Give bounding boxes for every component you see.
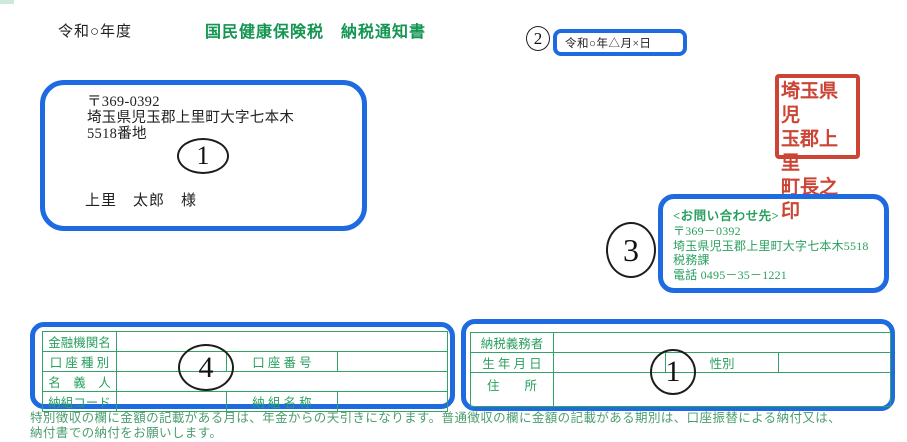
footer-notice: 特別徴収の欄に金額の記載がある月は、年金からの天引きになります。普通徴収の欄に金… — [30, 411, 841, 440]
bank-account-panel: 金融機関名 口 座 種 別 口 座 番 号 名 義 人 納組コード 納 組 名 … — [30, 322, 455, 412]
holder-value — [116, 371, 448, 392]
group-name-value — [336, 391, 449, 412]
group-code-value — [115, 391, 228, 412]
annotation-number: 2 — [533, 28, 543, 48]
seal-row: 埼玉県児 — [781, 81, 839, 126]
annotation-number: 1 — [196, 141, 210, 170]
official-red-seal: 埼玉県児 玉郡上里 町長之印 — [775, 74, 860, 222]
recipient-name: 上里 太郎 様 — [85, 193, 198, 209]
contact-phone: 電話 0495－35－1221 — [673, 267, 788, 282]
gender-value — [777, 352, 892, 373]
issue-date-text: 令和○年△月×日 — [565, 37, 652, 50]
annotation-number: 4 — [198, 350, 214, 384]
taxpayer-value — [553, 332, 891, 353]
recipient-address-box: 〒369-0392 埼玉県児玉郡上里町大字七本木 5518番地 1 上里 太郎 … — [40, 80, 367, 231]
recipient-address-line1: 埼玉県児玉郡上里町大字七本木 — [87, 110, 295, 126]
address-value — [553, 372, 891, 407]
address-label: 住 所 — [470, 372, 554, 407]
annotation-number: 1 — [665, 355, 681, 388]
issue-date-box: 令和○年△月×日 — [553, 29, 687, 56]
recipient-address-block: 〒369-0392 埼玉県児玉郡上里町大字七本木 5518番地 — [87, 94, 294, 142]
contact-department: 税務課 — [673, 253, 710, 267]
annotation-circle-4: 4 — [178, 344, 234, 391]
table-row: 納組コード 納 組 名 称 — [42, 391, 449, 412]
table-row: 住 所 — [470, 372, 891, 407]
contact-heading: <お問い合わせ先> — [673, 209, 780, 223]
bank-account-table: 金融機関名 口 座 種 別 口 座 番 号 名 義 人 納組コード 納 組 名 … — [42, 331, 449, 412]
group-name-label: 納 組 名 称 — [226, 391, 338, 412]
seal-row: 玉郡上里 — [781, 129, 839, 174]
financial-institution-value — [116, 331, 448, 352]
footer-notice-line2: 納付書での納付をお願いします。 — [30, 425, 223, 440]
document-title: 国民健康保険税 納税通知書 — [205, 24, 427, 41]
birthdate-label: 生 年 月 日 — [470, 352, 554, 373]
financial-institution-label: 金融機関名 — [42, 331, 117, 352]
taxpayer-label: 納税義務者 — [470, 332, 554, 353]
footer-notice-line1: 特別徴収の欄に金額の記載がある月は、年金からの天引きになります。普通徴収の欄に金… — [30, 411, 842, 425]
birthdate-value — [552, 352, 667, 373]
account-number-label: 口 座 番 号 — [226, 351, 338, 372]
corner-artifact — [0, 0, 14, 4]
holder-label: 名 義 人 — [42, 371, 117, 392]
annotation-number: 3 — [623, 231, 639, 268]
contact-info-box: <お問い合わせ先> 〒369－0392 埼玉県児玉郡上里町大字七本木5518 税… — [658, 194, 889, 293]
recipient-address-line2: 5518番地 — [87, 126, 147, 142]
contact-address: 埼玉県児玉郡上里町大字七本木5518 — [673, 238, 869, 253]
account-number-value — [336, 351, 449, 372]
taxpayer-table: 納税義務者 生 年 月 日 性別 住 所 — [470, 332, 892, 407]
table-row: 口 座 種 別 口 座 番 号 — [42, 351, 449, 372]
fiscal-year-label: 令和○年度 — [58, 24, 133, 40]
group-code-label: 納組コード — [42, 391, 117, 412]
annotation-circle-1-taxpayer: 1 — [650, 349, 696, 395]
table-row: 生 年 月 日 性別 — [470, 352, 892, 373]
contact-postal-code: 〒369－0392 — [673, 224, 741, 238]
account-type-label: 口 座 種 別 — [42, 351, 117, 372]
table-row: 金融機関名 — [42, 331, 448, 352]
annotation-circle-1-address: 1 — [177, 138, 229, 174]
annotation-circle-3: 3 — [606, 222, 656, 278]
seal-row: 町長之印 — [781, 177, 839, 222]
recipient-postal-code: 〒369-0392 — [87, 94, 160, 110]
annotation-circle-2: 2 — [526, 26, 550, 51]
taxpayer-panel: 納税義務者 生 年 月 日 性別 住 所 — [461, 319, 895, 411]
table-row: 納税義務者 — [470, 332, 891, 353]
table-row: 名 義 人 — [42, 371, 448, 392]
